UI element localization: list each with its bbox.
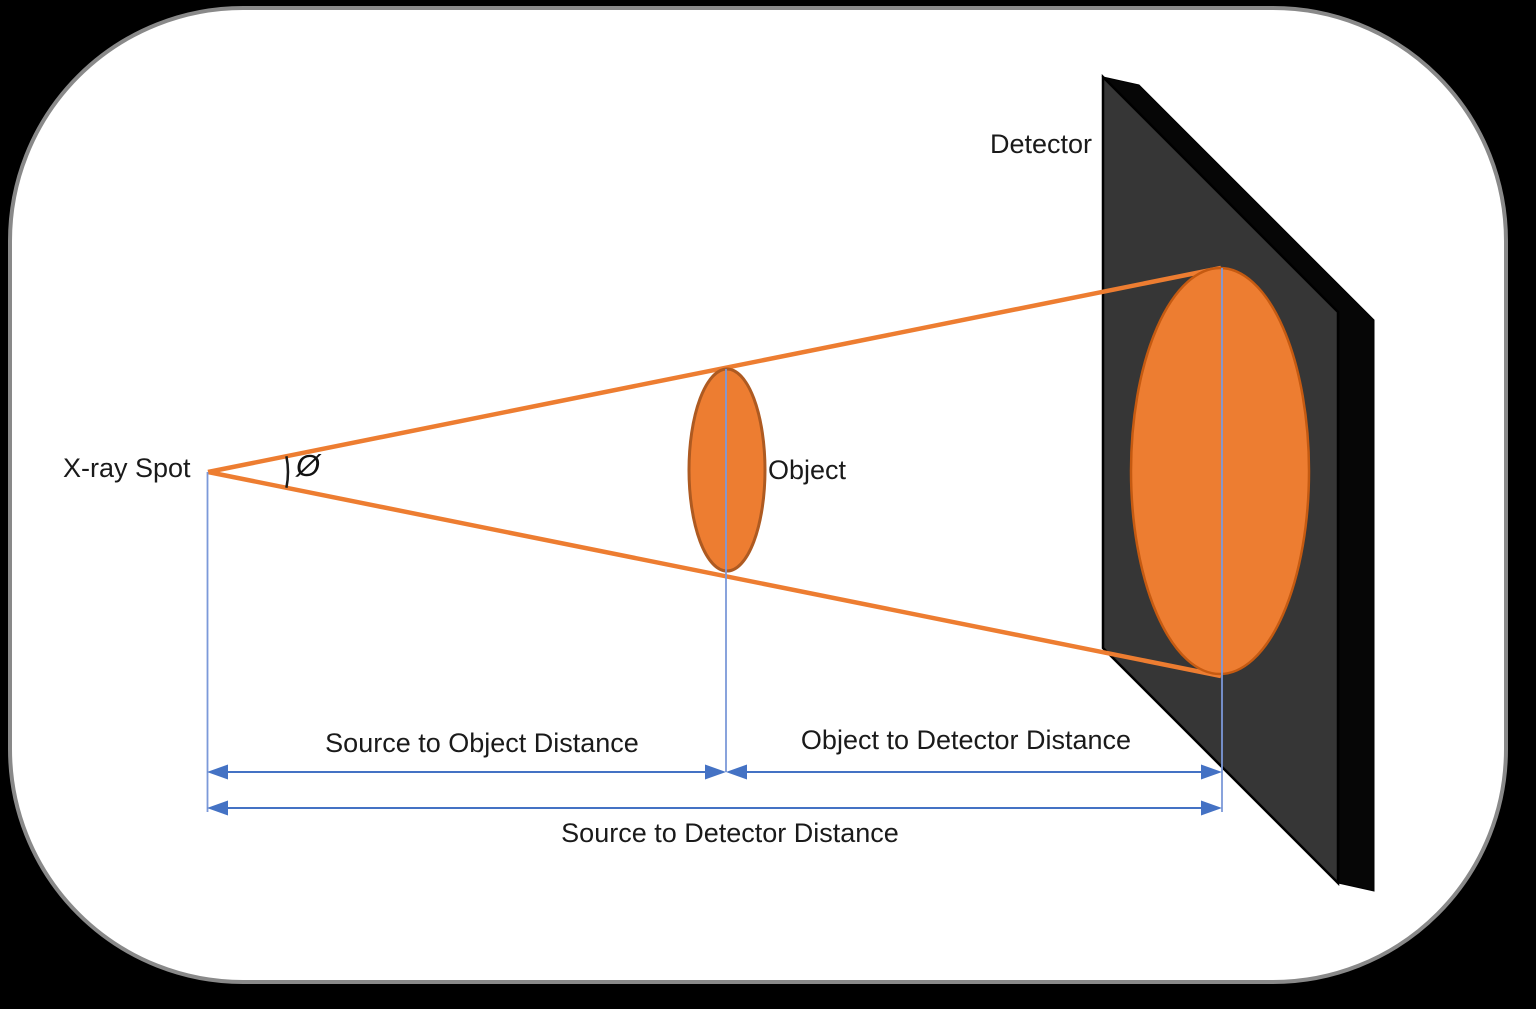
object-to-detector-right-arrowhead [1201,764,1222,780]
object-ellipse [687,367,767,573]
detector-image-ellipse [1129,266,1311,676]
source-to-detector-distance-label: Source to Detector Distance [561,818,899,848]
source-to-object-right-arrowhead [705,764,726,780]
xray-spot-label: X-ray Spot [63,453,191,483]
object-label: Object [768,455,847,485]
source-to-object-left-arrowhead [207,764,228,780]
angle-arc [285,455,290,489]
beam-lower-line [207,469,1222,679]
source-to-detector-right-arrowhead [1201,800,1222,816]
object-to-detector-left-arrowhead [726,764,747,780]
source-to-detector-left-arrowhead [207,800,228,816]
source-to-object-distance-label: Source to Object Distance [325,728,639,758]
object-to-detector-distance-label: Object to Detector Distance [800,725,1132,755]
angle-phi-label: Ø [296,448,321,483]
detector-label: Detector [990,129,1093,159]
beam-upper-line [207,265,1222,475]
